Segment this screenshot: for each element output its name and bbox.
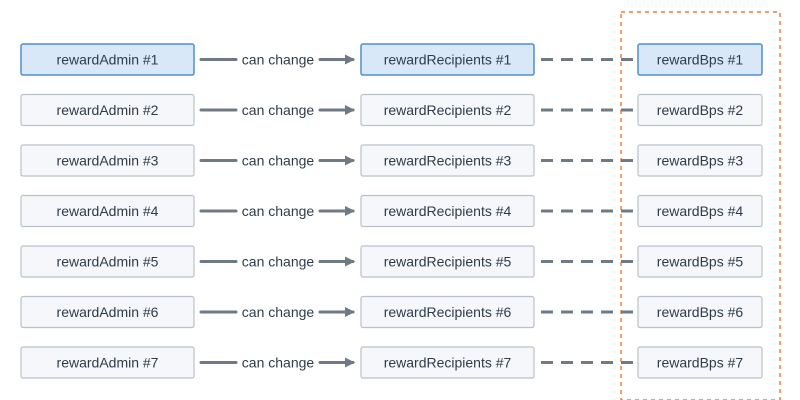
- reward-bps-box-2-frame: [637, 93, 763, 127]
- reward-recipients-box-4-label: rewardRecipients #4: [384, 203, 512, 219]
- reward-admin-box-1-label: rewardAdmin #1: [57, 52, 159, 68]
- reward-recipients-box-1-label: rewardRecipients #1: [384, 52, 512, 68]
- reward-bps-group-border: [620, 11, 781, 400]
- reward-recipients-box-5: rewardRecipients #5: [360, 245, 535, 278]
- reward-bps-box-4-label: rewardBps #4: [657, 203, 744, 219]
- reward-bps-box-4: rewardBps #4: [637, 194, 763, 228]
- reward-bps-box-6-label: rewardBps #6: [657, 304, 744, 320]
- diagram-rows: rewardAdmin #1 can change rewardRecipients…: [20, 43, 763, 379]
- reward-admin-box-2: rewardAdmin #2: [20, 93, 195, 127]
- reward-recipients-box-2-label: rewardRecipients #2: [384, 102, 512, 118]
- reward-recipients-box-3: rewardRecipients #3: [360, 144, 535, 177]
- diagram-row-5: rewardAdmin #5 can change rewardRecipients…: [20, 245, 763, 278]
- diagram-row-7: rewardAdmin #7 can change rewardRecipients…: [20, 346, 763, 379]
- can-change-label-5: can change: [242, 254, 315, 270]
- reward-admin-box-3: rewardAdmin #3: [20, 144, 195, 177]
- reward-admin-box-2-frame: [20, 93, 195, 127]
- reward-recipients-box-6-frame: [360, 295, 535, 329]
- reward-admin-box-3-label: rewardAdmin #3: [57, 153, 159, 169]
- reward-bps-box-1-label: rewardBps #1: [657, 52, 744, 68]
- reward-admin-box-5: rewardAdmin #5: [20, 245, 195, 278]
- reward-admin-box-1-frame: [20, 43, 195, 76]
- reward-recipients-box-4: rewardRecipients #4: [360, 194, 535, 228]
- reward-bps-box-7-frame: [637, 346, 763, 379]
- reward-recipients-box-1-frame: [360, 43, 535, 76]
- reward-recipients-box-3-frame: [360, 144, 535, 177]
- reward-bps-box-2-label: rewardBps #2: [657, 102, 744, 118]
- reward-bps-box-3-label: rewardBps #3: [657, 153, 744, 169]
- can-change-label-4: can change: [242, 203, 315, 219]
- reward-recipients-box-6: rewardRecipients #6: [360, 295, 535, 329]
- reward-admin-box-4: rewardAdmin #4: [20, 194, 195, 228]
- reward-recipients-box-3-label: rewardRecipients #3: [384, 153, 512, 169]
- reward-recipients-box-5-frame: [360, 245, 535, 278]
- reward-recipients-box-7: rewardRecipients #7: [360, 346, 535, 379]
- reward-bps-box-6: rewardBps #6: [637, 295, 763, 329]
- reward-admin-box-7-frame: [20, 346, 195, 379]
- reward-recipients-box-4-frame: [360, 194, 535, 228]
- reward-admin-box-4-frame: [20, 194, 195, 228]
- reward-admin-box-5-label: rewardAdmin #5: [57, 254, 159, 270]
- reward-recipients-box-2-frame: [360, 93, 535, 127]
- reward-admin-box-6: rewardAdmin #6: [20, 295, 195, 329]
- reward-bps-box-5-label: rewardBps #5: [657, 254, 744, 270]
- reward-admin-box-7: rewardAdmin #7: [20, 346, 195, 379]
- reward-bps-box-7-label: rewardBps #7: [657, 355, 744, 371]
- reward-recipients-box-7-label: rewardRecipients #7: [384, 355, 512, 371]
- diagram-row-6: rewardAdmin #6 can change rewardRecipients…: [20, 295, 763, 329]
- reward-admin-box-1: rewardAdmin #1: [20, 43, 195, 76]
- reward-recipients-box-7-frame: [360, 346, 535, 379]
- reward-bps-box-6-frame: [637, 295, 763, 329]
- reward-bps-box-2: rewardBps #2: [637, 93, 763, 127]
- reward-bps-box-1-frame: [637, 43, 763, 76]
- reward-admin-box-5-frame: [20, 245, 195, 278]
- reward-bps-box-5: rewardBps #5: [637, 245, 763, 278]
- reward-admin-box-7-label: rewardAdmin #7: [57, 355, 159, 371]
- reward-admin-box-6-frame: [20, 295, 195, 329]
- reward-bps-box-1: rewardBps #1: [637, 43, 763, 76]
- reward-admin-box-3-frame: [20, 144, 195, 177]
- reward-admin-box-6-label: rewardAdmin #6: [57, 304, 159, 320]
- reward-bps-box-4-frame: [637, 194, 763, 228]
- reward-recipients-box-5-label: rewardRecipients #5: [384, 254, 512, 270]
- reward-admin-box-2-label: rewardAdmin #2: [57, 102, 159, 118]
- can-change-label-7: can change: [242, 355, 315, 371]
- reward-admin-box-4-label: rewardAdmin #4: [57, 203, 159, 219]
- reward-recipients-box-6-label: rewardRecipients #6: [384, 304, 512, 320]
- reward-bps-box-7: rewardBps #7: [637, 346, 763, 379]
- can-change-label-6: can change: [242, 304, 315, 320]
- reward-recipients-box-1: rewardRecipients #1: [360, 43, 535, 76]
- can-change-label-3: can change: [242, 153, 315, 169]
- can-change-label-1: can change: [242, 52, 315, 68]
- reward-bps-box-3-frame: [637, 144, 763, 177]
- diagram-row-1: rewardAdmin #1 can change rewardRecipients…: [20, 43, 763, 76]
- diagram-row-2: rewardAdmin #2 can change rewardRecipients…: [20, 93, 763, 127]
- reward-recipients-box-2: rewardRecipients #2: [360, 93, 535, 127]
- diagram-row-4: rewardAdmin #4 can change rewardRecipients…: [20, 194, 763, 228]
- diagram-row-3: rewardAdmin #3 can change rewardRecipients…: [20, 144, 763, 177]
- reward-bps-box-5-frame: [637, 245, 763, 278]
- reward-bps-box-3: rewardBps #3: [637, 144, 763, 177]
- can-change-label-2: can change: [242, 102, 315, 118]
